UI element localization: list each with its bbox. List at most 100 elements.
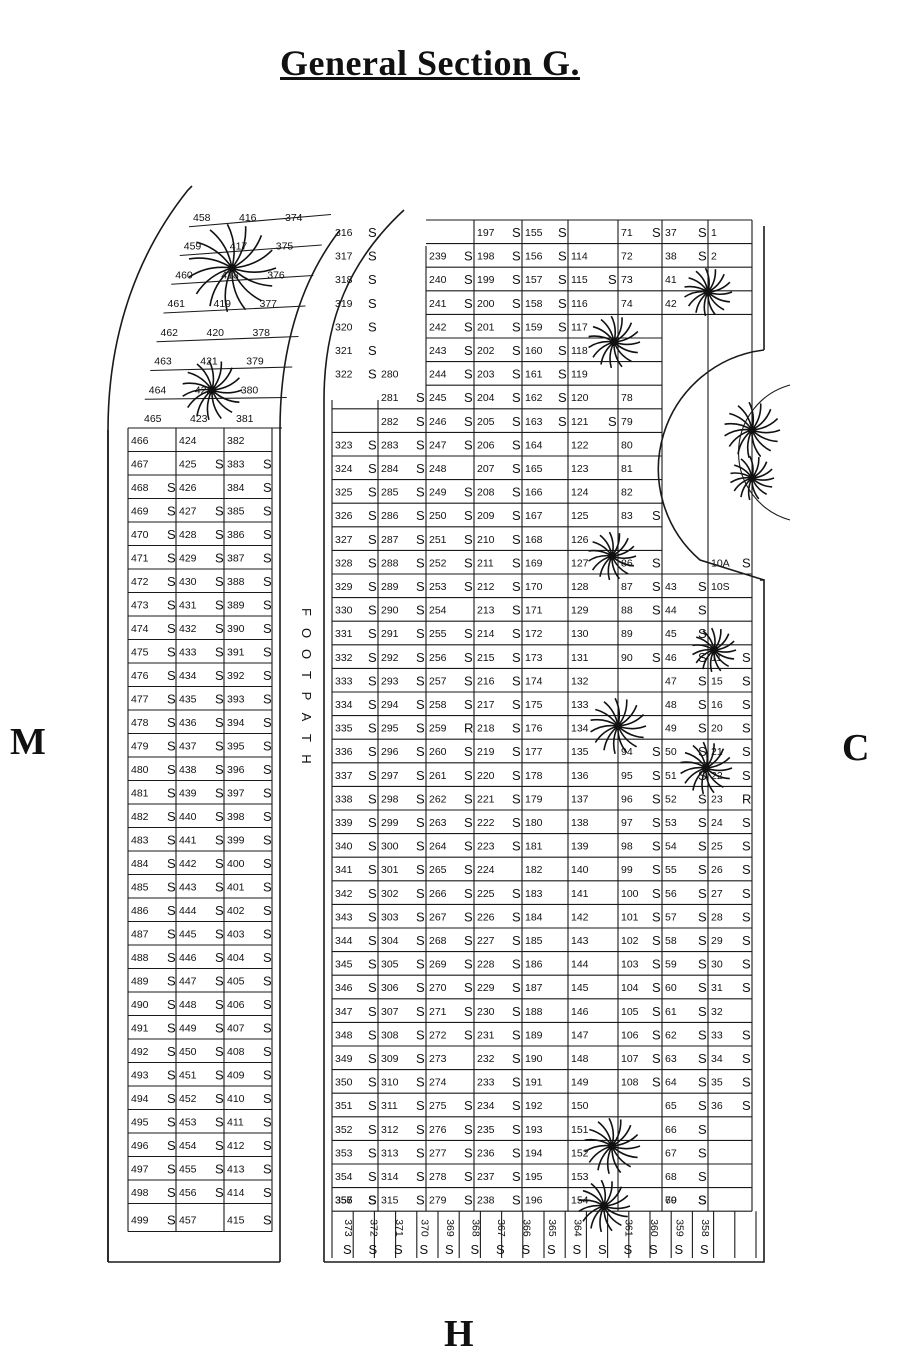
plot-status-mark: S	[215, 1162, 224, 1177]
plot-number: 432	[179, 623, 197, 635]
plot-status-mark: S	[263, 950, 272, 965]
tree-icon	[188, 223, 277, 313]
plot-number: 271	[429, 1006, 447, 1018]
plot-number: 145	[571, 982, 589, 994]
plot-number: 226	[477, 911, 495, 923]
plot-number: 199	[477, 274, 495, 286]
plot-status-mark: S	[512, 579, 521, 594]
plot-number: 268	[429, 935, 447, 947]
plot-status-mark: S	[215, 1185, 224, 1200]
plot-number: 238	[477, 1195, 495, 1207]
plot-status-mark: S	[698, 626, 707, 641]
plot-status-mark: S	[512, 697, 521, 712]
plot-number: 455	[179, 1164, 197, 1176]
plot-number: 310	[381, 1077, 399, 1089]
plot-number: 288	[381, 557, 399, 569]
plot-status-mark: S	[464, 886, 473, 901]
plot-number: 338	[335, 793, 353, 805]
plot-number: 392	[227, 670, 245, 682]
plot-number: 126	[571, 534, 589, 546]
plot-number: 135	[571, 746, 589, 758]
right-plot-block: 373S372S371S370S369S368S367S366S365S364S…	[331, 219, 757, 1258]
plot-status-mark: S	[368, 933, 377, 948]
plot-number: 149	[571, 1077, 589, 1089]
plot-status-mark: S	[512, 768, 521, 783]
plot-number: 438	[179, 764, 197, 776]
plot-number: 159	[525, 321, 543, 333]
plot-number: 160	[525, 345, 543, 357]
plot-status-mark: S	[416, 744, 425, 759]
curved-plot-number: 374	[285, 212, 303, 224]
plot-number: 497	[131, 1164, 149, 1176]
plot-number: 443	[179, 882, 197, 894]
plot-number: 472	[131, 576, 149, 588]
plot-number: 138	[571, 817, 589, 829]
bottom-plot-number: 367	[495, 1219, 507, 1237]
plot-number: 253	[429, 581, 447, 593]
plot-status-mark: S	[167, 997, 176, 1012]
plot-number: 445	[179, 929, 197, 941]
plot-status-mark: S	[464, 367, 473, 382]
plot-status-mark: S	[512, 319, 521, 334]
plot-number: 124	[571, 487, 589, 499]
plot-number: 397	[227, 788, 245, 800]
plot-number: 477	[131, 694, 149, 706]
plot-number: 467	[131, 459, 149, 471]
plot-status-mark: S	[698, 1193, 707, 1208]
plot-number: 28	[711, 911, 723, 923]
plot-number: 398	[227, 811, 245, 823]
plot-status-mark: S	[698, 721, 707, 736]
plot-status-mark: S	[512, 461, 521, 476]
plot-status-mark: S	[464, 815, 473, 830]
plot-number: 241	[429, 298, 447, 310]
plot-status-mark: S	[416, 437, 425, 452]
plot-number: 212	[477, 581, 495, 593]
plot-status-mark: S	[215, 762, 224, 777]
plot-status-mark: S	[167, 1068, 176, 1083]
plot-status-mark: S	[464, 839, 473, 854]
plot-status-mark: S	[512, 603, 521, 618]
plot-number: 482	[131, 811, 149, 823]
curved-plot-number: 378	[253, 327, 271, 339]
bottom-plot-number: 372	[368, 1219, 380, 1237]
plot-status-mark: S	[512, 508, 521, 523]
curved-plot-number: 423	[190, 413, 208, 425]
plot-status-mark: S	[416, 673, 425, 688]
plot-number: 123	[571, 463, 589, 475]
plot-status-mark: S	[215, 1021, 224, 1036]
plot-number: 72	[621, 251, 633, 263]
plot-number: 481	[131, 788, 149, 800]
plot-number: 269	[429, 959, 447, 971]
plot-status-mark: S	[416, 697, 425, 712]
curved-plot-number: 462	[161, 327, 179, 339]
tree-icon	[578, 1179, 631, 1233]
plot-number: 318	[335, 274, 353, 286]
plot-number: 239	[429, 251, 447, 263]
plot-status-mark: S	[368, 980, 377, 995]
plot-number: 266	[429, 888, 447, 900]
plot-status-mark: S	[698, 1098, 707, 1113]
plot-number: 259	[429, 723, 447, 735]
plot-number: 217	[477, 699, 495, 711]
boundary-line	[323, 209, 405, 1262]
plot-status-mark: S	[263, 574, 272, 589]
plot-number: 286	[381, 510, 399, 522]
plot-number: 308	[381, 1029, 399, 1041]
plot-status-mark: S	[464, 744, 473, 759]
plot-status-mark: S	[464, 980, 473, 995]
plot-number: 301	[381, 864, 399, 876]
plot-number: 285	[381, 487, 399, 499]
plot-number: 116	[571, 298, 588, 310]
plot-number: 442	[179, 858, 197, 870]
plot-status-mark: S	[464, 909, 473, 924]
plot-status-mark: S	[416, 815, 425, 830]
curved-plot-number: 376	[267, 269, 285, 281]
bottom-plot-status-mark: S	[369, 1242, 378, 1257]
plot-number: 452	[179, 1093, 197, 1105]
plot-number: 165	[525, 463, 543, 475]
plot-number: 474	[131, 623, 149, 635]
plot-number: 277	[429, 1147, 447, 1159]
plot-number: 204	[477, 392, 495, 404]
plot-number: 52	[665, 793, 677, 805]
plot-status-mark: S	[416, 768, 425, 783]
